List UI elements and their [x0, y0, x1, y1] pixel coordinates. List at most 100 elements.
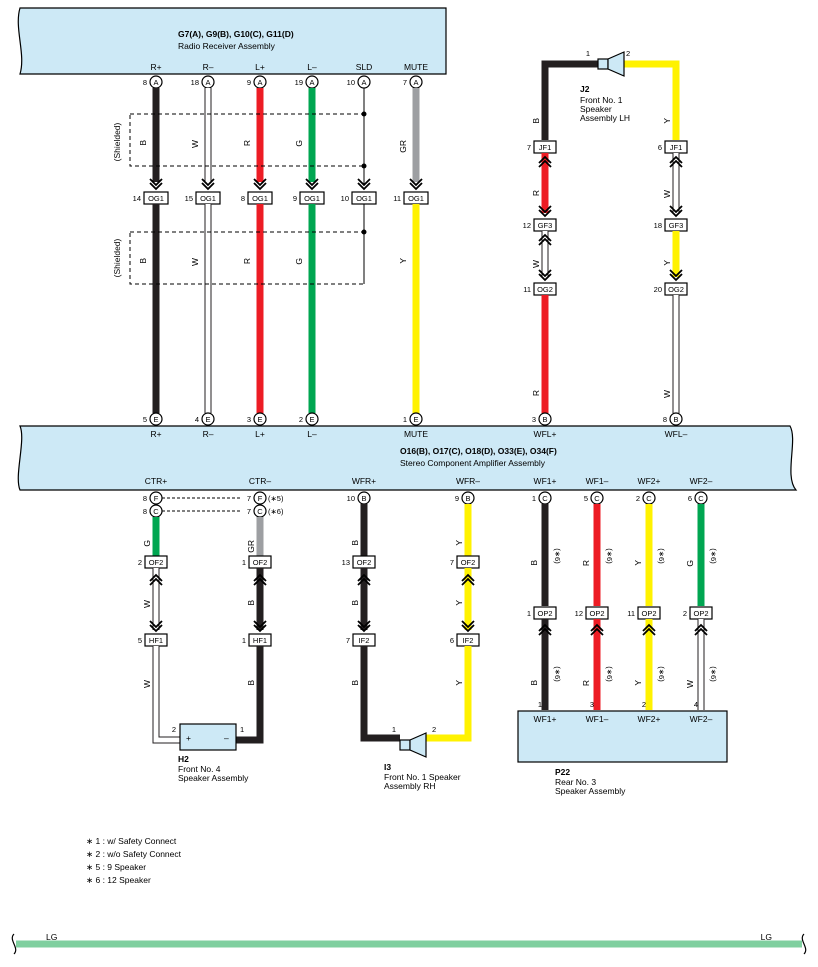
ctr-minus-pin-f-letter: F — [258, 494, 263, 503]
wf-pin-2-letter: C — [646, 494, 652, 503]
wf-lower-note-1: (∗6) — [605, 666, 614, 682]
wfr-minus-pin-letter: B — [465, 494, 470, 503]
amp-top-pin-4-letter: E — [413, 415, 418, 424]
i3-pin1: 1 — [392, 725, 396, 734]
lf-arrow-1 — [538, 205, 552, 218]
p22-code: P22 — [555, 767, 570, 777]
wfr-plus-if2-num: 7 — [346, 636, 350, 645]
amp-bottom-label-6: WF2+ — [638, 476, 661, 486]
j2-speaker-icon-cone — [607, 51, 625, 77]
legend-item-0: ∗ 1 : w/ Safety Connect — [86, 836, 177, 846]
wfr-minus-of2-code: OF2 — [461, 558, 476, 567]
receiver-pin-num-1: 18 — [191, 78, 199, 87]
wfr-plus-of2-code: OF2 — [357, 558, 372, 567]
lf-jf1-code: JF1 — [539, 143, 552, 152]
h2-speaker-box — [179, 723, 237, 751]
shield-dot-2 — [361, 163, 367, 169]
wf-lower-note-3: (∗6) — [709, 666, 718, 682]
wfr-minus-label-3: Y — [454, 680, 464, 686]
ctr-minus-of2-num: 1 — [242, 558, 246, 567]
shield-box-upper — [129, 113, 365, 167]
rf-jf1-code: JF1 — [670, 143, 683, 152]
j2-code: J2 — [580, 84, 590, 94]
amp-top-label-1: R– — [203, 429, 214, 439]
wfr-plus-if2-code: IF2 — [359, 636, 370, 645]
ctr-plus-pin-c-letter: C — [153, 507, 159, 516]
lf-arrow-2b — [538, 233, 552, 246]
amp-top-pin-0-letter: E — [153, 415, 158, 424]
wf-lower-label-3: W — [685, 680, 695, 688]
upper-wire-label-3: G — [294, 140, 304, 147]
h2-minus-sign: – — [224, 733, 229, 743]
rf-arrow-1b — [669, 155, 683, 168]
lower-wire-label-2: R — [242, 258, 252, 264]
shielded-label-lower: (Shielded) — [112, 238, 122, 277]
lg-bar-break-right — [801, 933, 807, 955]
wfr-minus-if2-code: IF2 — [463, 636, 474, 645]
og1-connector-3-code: OG1 — [304, 194, 320, 203]
amp-top-pin-num-0: 5 — [143, 415, 147, 424]
p22-pin-1: 3 — [590, 700, 594, 709]
og1-connector-4-code: OG1 — [356, 194, 372, 203]
amp-bottom-label-3: WFR– — [456, 476, 480, 486]
wfr-plus-pin-letter: B — [361, 494, 366, 503]
og1-arrow-1 — [201, 178, 215, 191]
ctr-plus-hf1-code: HF1 — [149, 636, 163, 645]
amp-top-pin-6-letter: B — [673, 415, 678, 424]
og1-arrow-2 — [253, 178, 267, 191]
h2-wire-plus-outer — [152, 646, 180, 744]
amplifier-code: O16(B), O17(C), O18(D), O33(E), O34(F) — [400, 446, 557, 456]
wf-pin-0-letter: C — [542, 494, 548, 503]
j2-pin1: 1 — [586, 49, 590, 58]
upper-wire-label-5: GR — [398, 140, 408, 153]
og1-arrow-0 — [149, 178, 163, 191]
receiver-pin-5-letter: A — [413, 78, 418, 87]
p22-label-2: WF2+ — [638, 714, 661, 724]
shield-dot-1 — [361, 111, 367, 117]
wfr-minus-label-2: Y — [454, 600, 464, 606]
amp-top-label-5: WFL+ — [534, 429, 557, 439]
lf-gf3-num: 12 — [523, 221, 531, 230]
p22-label-3: WF2– — [690, 714, 713, 724]
h2-name-1: Speaker Assembly — [178, 773, 249, 783]
ctr-plus-pin-c-num: 8 — [143, 507, 147, 516]
lg-label-right: LG — [761, 932, 772, 942]
amp-top-pin-0 — [149, 412, 163, 426]
wf-upper-label-3: G — [685, 560, 695, 567]
p22-pin-2: 2 — [642, 700, 646, 709]
wf-op2-0-code: OP2 — [537, 609, 552, 618]
wfr-plus-pin-num: 10 — [347, 494, 355, 503]
lf-arrow-2 — [538, 269, 552, 282]
receiver-name: Radio Receiver Assembly — [178, 41, 276, 51]
wf-arrow-3 — [694, 623, 708, 636]
wf-lower-label-0: B — [529, 680, 539, 686]
rf-wire-label-3: W — [662, 390, 672, 398]
p22-label-0: WF1+ — [534, 714, 557, 724]
og1-connector-4-num: 10 — [341, 194, 349, 203]
amp-bottom-label-2: WFR+ — [352, 476, 376, 486]
i3-wire-pin2 — [426, 646, 472, 742]
wf-op2-1-code: OP2 — [589, 609, 604, 618]
lg-label-left: LG — [46, 932, 57, 942]
ctr-minus-pin-c-num: 7 — [247, 507, 251, 516]
ctr-minus-label-3: B — [246, 680, 256, 686]
wfr-plus-label-3: B — [350, 680, 360, 686]
wfr-minus-if2-num: 6 — [450, 636, 454, 645]
ctr-minus-pin-f — [253, 491, 267, 505]
receiver-pin-num-4: 10 — [347, 78, 355, 87]
amp-top-pin-5 — [538, 412, 552, 426]
amp-top-label-0: R+ — [150, 429, 161, 439]
amp-top-pin-num-6: 8 — [663, 415, 667, 424]
p22-label-1: WF1– — [586, 714, 609, 724]
ctr-plus-pin-f-num: 8 — [143, 494, 147, 503]
h2-name-0: Front No. 4 — [178, 764, 221, 774]
ctr-plus-label-1: G — [142, 540, 152, 547]
receiver-pin-label-3: L– — [307, 62, 317, 72]
og1-connector-5-code: OG1 — [408, 194, 424, 203]
amp-bottom-label-4: WF1+ — [534, 476, 557, 486]
amp-bottom-label-7: WF2– — [690, 476, 713, 486]
legend-item-1: ∗ 2 : w/o Safety Connect — [86, 849, 182, 859]
legend-item-2: ∗ 5 : 9 Speaker — [86, 862, 146, 872]
og1-connector-2-num: 8 — [241, 194, 245, 203]
